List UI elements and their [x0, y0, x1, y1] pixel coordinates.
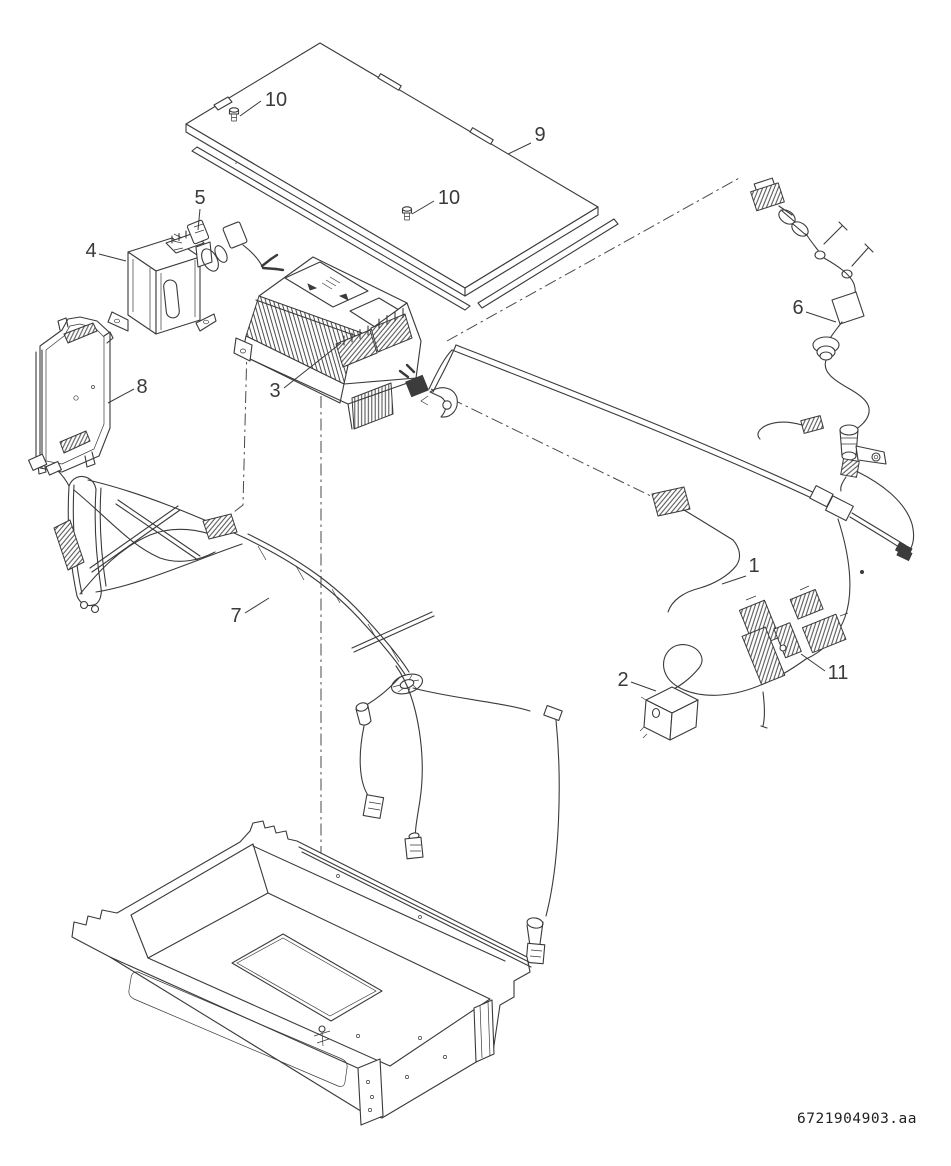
cover-plate-9 — [185, 42, 619, 311]
transformer-4 — [107, 227, 217, 335]
harness-main-1 — [398, 344, 913, 729]
cover-panel-8 — [35, 316, 114, 475]
connector-block-11 — [738, 585, 849, 686]
callout-11: 11 — [828, 662, 849, 684]
callout-10-left: 10 — [265, 89, 287, 111]
screw-10-right — [401, 206, 413, 221]
callout-2: 2 — [617, 669, 628, 691]
part-number: 6721904903.aa — [797, 1111, 917, 1127]
base-tray — [71, 820, 532, 1126]
screw-10-left — [228, 107, 240, 122]
callout-9: 9 — [534, 124, 545, 146]
module-2 — [639, 686, 699, 741]
callout-5: 5 — [194, 187, 205, 209]
callout-1: 1 — [748, 555, 759, 577]
callout-8: 8 — [136, 376, 147, 398]
harness-front-7 — [28, 453, 563, 965]
callout-10-right: 10 — [438, 187, 460, 209]
callout-6: 6 — [792, 297, 803, 319]
cable-assembly-5 — [172, 219, 285, 272]
callout-7: 7 — [230, 605, 241, 627]
control-unit-3 — [233, 256, 422, 430]
callout-3: 3 — [269, 380, 280, 402]
callout-4: 4 — [85, 240, 96, 262]
cable-gland-6 — [750, 177, 915, 562]
callouts: 10 9 10 5 4 3 8 6 7 1 11 2 — [85, 89, 849, 692]
